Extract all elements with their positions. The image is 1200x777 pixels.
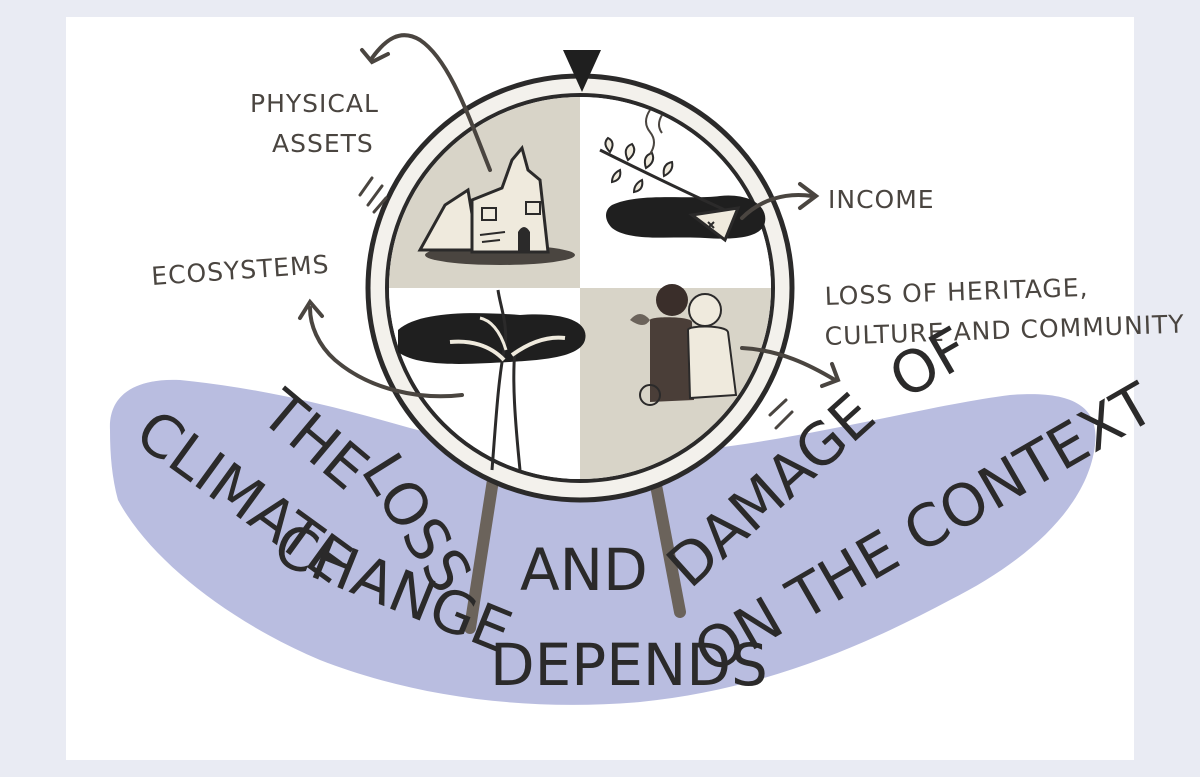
banner-word-and: AND: [520, 536, 648, 604]
stand-leg-right: [649, 474, 686, 618]
label-physical-assets-line1: PHYSICAL: [250, 89, 379, 118]
wilted-crop-icon: [599, 109, 766, 243]
damaged-house-icon: [417, 144, 575, 265]
dead-tree-icon: [398, 289, 586, 471]
motion-marks: [358, 176, 794, 430]
banner-word-depends: DEPENDS: [490, 631, 768, 699]
label-income: INCOME: [828, 185, 935, 214]
banner-blob: [109, 379, 1096, 705]
wheel-quadrants: [389, 97, 771, 479]
arrow-ecosystems: [298, 298, 464, 399]
label-physical-assets-line2: ASSETS: [272, 129, 374, 158]
community-people-icon: [630, 284, 738, 406]
stand-leg-left: [464, 474, 499, 634]
arrow-heritage: [740, 346, 841, 388]
arrow-income: [740, 182, 820, 220]
arrow-physical-assets: [360, 33, 492, 172]
pointer-triangle-icon: [563, 50, 601, 92]
